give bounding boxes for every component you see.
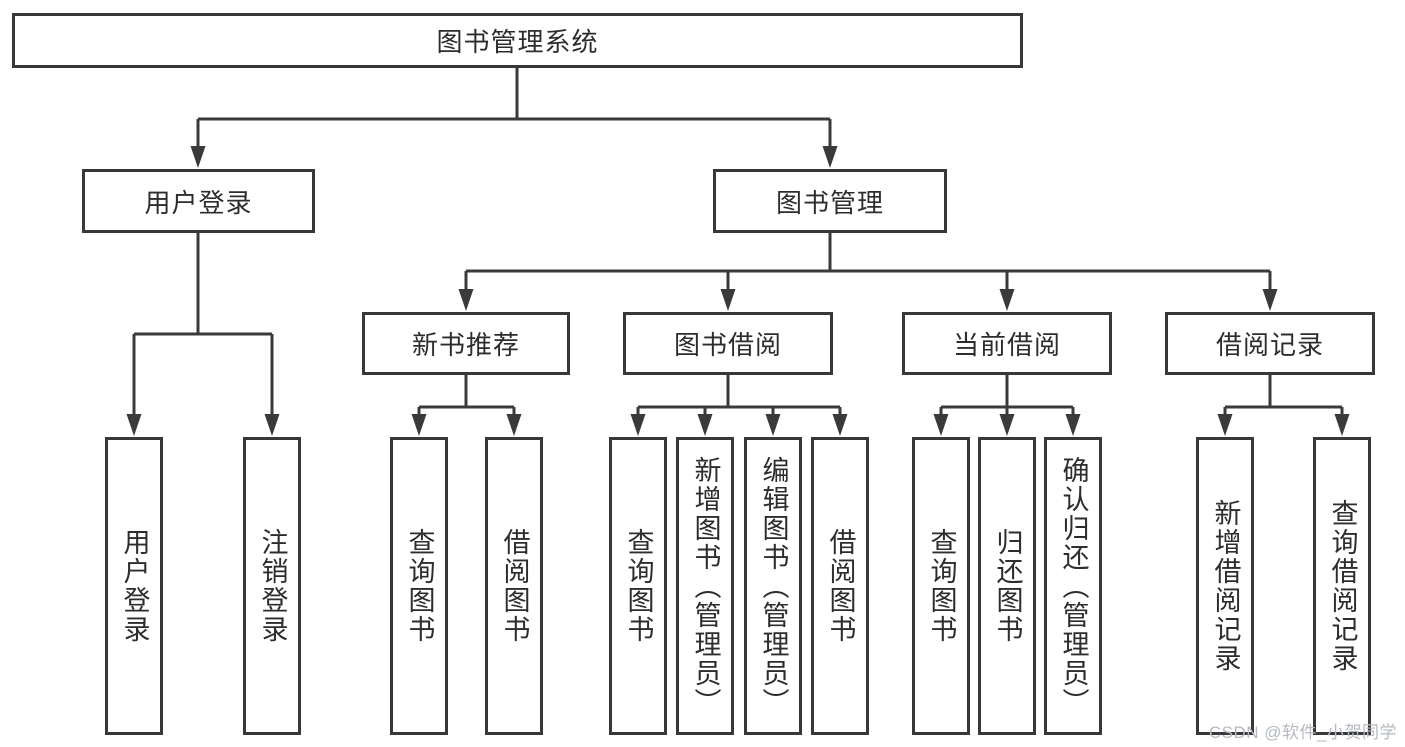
leaf-add-borrow-record: 新增借阅记录 [1196, 437, 1254, 735]
node-book-borrowing: 图书借阅 [623, 312, 833, 375]
node-book-management: 图书管理 [713, 169, 947, 233]
node-borrowing-records: 借阅记录 [1165, 312, 1375, 375]
leaf-add-books-admin-label: 新增图书（管理员） [690, 455, 721, 717]
node-book-borrowing-label: 图书借阅 [673, 330, 782, 360]
leaf-return-books-label: 归还图书 [992, 528, 1023, 644]
leaf-borrow-books: 借阅图书 [811, 437, 869, 735]
leaf-user-login: 用户登录 [105, 437, 163, 735]
node-current-borrowing-label: 当前借阅 [952, 330, 1061, 360]
node-root-library-management-system: 图书管理系统 [12, 13, 1023, 68]
leaf-confirm-return-admin-label: 确认归还（管理员） [1058, 455, 1089, 717]
leaf-edit-books-admin-label: 编辑图书（管理员） [758, 455, 789, 717]
leaf-query-books-newrec: 查询图书 [390, 437, 448, 735]
leaf-add-books-admin: 新增图书（管理员） [676, 437, 734, 735]
leaf-borrow-books-newrec: 借阅图书 [485, 437, 543, 735]
leaf-query-books-current-label: 查询图书 [926, 528, 957, 644]
node-book-management-label: 图书管理 [775, 187, 884, 218]
node-current-borrowing: 当前借阅 [902, 312, 1112, 375]
leaf-logout-label: 注销登录 [257, 528, 288, 644]
node-new-book-recommend-label: 新书推荐 [411, 330, 520, 360]
leaf-logout: 注销登录 [243, 437, 301, 735]
leaf-edit-books-admin: 编辑图书（管理员） [744, 437, 802, 735]
leaf-user-login-label: 用户登录 [119, 528, 150, 644]
leaf-return-books: 归还图书 [978, 437, 1036, 735]
leaf-query-books-current: 查询图书 [912, 437, 970, 735]
node-new-book-recommend: 新书推荐 [362, 312, 570, 375]
node-user-login-label: 用户登录 [144, 187, 253, 218]
node-borrowing-records-label: 借阅记录 [1215, 330, 1324, 360]
leaf-borrow-books-newrec-label: 借阅图书 [499, 528, 530, 644]
node-root-label: 图书管理系统 [436, 27, 599, 57]
csdn-watermark: CSDN @软件_小贺同学 [1208, 723, 1397, 742]
leaf-confirm-return-admin: 确认归还（管理员） [1044, 437, 1102, 735]
leaf-add-borrow-record-label: 新增借阅记录 [1210, 499, 1241, 673]
leaf-borrow-books-label: 借阅图书 [825, 528, 856, 644]
node-user-login: 用户登录 [82, 169, 315, 233]
leaf-query-books-borrow: 查询图书 [609, 437, 667, 735]
leaf-query-books-borrow-label: 查询图书 [623, 528, 654, 644]
leaf-query-borrow-record-label: 查询借阅记录 [1327, 499, 1358, 673]
leaf-query-books-newrec-label: 查询图书 [404, 528, 435, 644]
leaf-query-borrow-record: 查询借阅记录 [1313, 437, 1371, 735]
